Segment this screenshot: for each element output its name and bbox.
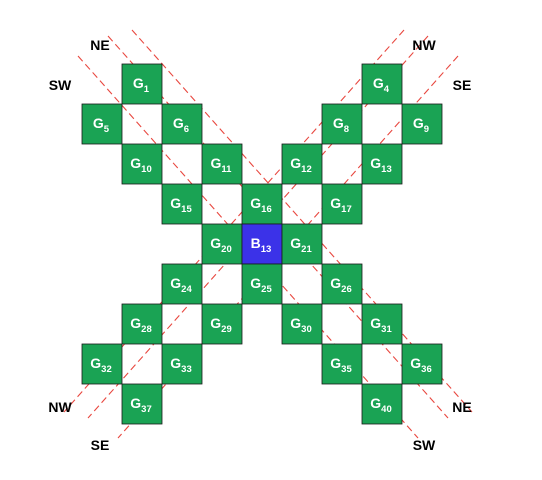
cell-subscript: 8: [344, 124, 349, 135]
grid-cell: G1: [122, 64, 162, 104]
cell-prefix: G: [373, 75, 384, 91]
cell-prefix: G: [130, 395, 141, 411]
cell-subscript: 30: [301, 324, 312, 335]
cell-prefix: G: [170, 355, 181, 371]
direction-label-nw-top: NW: [412, 37, 436, 53]
grid-cell: G4: [362, 64, 402, 104]
cell-subscript: 5: [104, 124, 110, 135]
cell-prefix: G: [93, 115, 104, 131]
cell-subscript: 15: [181, 204, 192, 215]
cell-prefix: G: [90, 355, 101, 371]
grid-cell: G32: [82, 344, 122, 384]
grid-cells: G1G4G5G6G8G9G10G11G12G13G15G16G17G20B13G…: [82, 64, 442, 424]
cell-prefix: G: [170, 195, 181, 211]
grid-cell: G13: [362, 144, 402, 184]
cell-subscript: 26: [341, 284, 352, 295]
cell-prefix: G: [133, 75, 144, 91]
cell-prefix: G: [370, 155, 381, 171]
cell-prefix: G: [170, 275, 181, 291]
grid-cell: G9: [402, 104, 442, 144]
cell-subscript: 17: [341, 204, 352, 215]
cell-prefix: G: [210, 315, 221, 331]
cell-prefix: G: [173, 115, 184, 131]
cell-prefix: G: [290, 155, 301, 171]
cell-subscript: 20: [221, 244, 232, 255]
cell-prefix: G: [250, 195, 261, 211]
cell-subscript: 36: [421, 364, 432, 375]
grid-cell: G5: [82, 104, 122, 144]
grid-cell: G24: [162, 264, 202, 304]
grid-cell: G21: [282, 224, 322, 264]
cell-prefix: G: [413, 115, 424, 131]
cell-prefix: G: [330, 275, 341, 291]
cell-prefix: G: [410, 355, 421, 371]
direction-label-ne-bottom: NE: [452, 399, 471, 415]
direction-label-sw-top: SW: [49, 77, 72, 93]
cell-prefix: G: [210, 235, 221, 251]
grid-cell: G17: [322, 184, 362, 224]
cell-prefix: G: [130, 315, 141, 331]
cell-prefix: B: [251, 235, 261, 251]
cell-subscript: 25: [261, 284, 272, 295]
cell-prefix: G: [330, 355, 341, 371]
cell-subscript: 35: [341, 364, 352, 375]
direction-label-nw-bottom: NW: [48, 399, 72, 415]
grid-cell: G28: [122, 304, 162, 344]
block-cell: B13: [242, 224, 282, 264]
cell-subscript: 37: [141, 404, 152, 415]
grid-cell: G26: [322, 264, 362, 304]
grid-cell: G16: [242, 184, 282, 224]
cell-subscript: 11: [221, 164, 232, 175]
cell-subscript: 16: [261, 204, 272, 215]
cell-subscript: 24: [181, 284, 192, 295]
cell-subscript: 4: [384, 84, 390, 95]
cell-prefix: G: [330, 195, 341, 211]
grid-cell: G37: [122, 384, 162, 424]
cell-subscript: 28: [141, 324, 152, 335]
grid-cell: G20: [202, 224, 242, 264]
grid-cell: G35: [322, 344, 362, 384]
cell-prefix: G: [370, 395, 381, 411]
grid-cell: G8: [322, 104, 362, 144]
grid-cell: G12: [282, 144, 322, 184]
direction-label-se-bottom: SE: [91, 437, 110, 453]
grid-cell: G40: [362, 384, 402, 424]
grid-cell: G36: [402, 344, 442, 384]
cell-prefix: G: [250, 275, 261, 291]
grid-cell: G31: [362, 304, 402, 344]
cell-subscript: 29: [221, 324, 232, 335]
direction-label-se-top: SE: [453, 77, 472, 93]
cell-subscript: 13: [381, 164, 392, 175]
cell-subscript: 1: [144, 84, 150, 95]
cell-prefix: G: [211, 155, 222, 171]
cell-subscript: 32: [101, 364, 112, 375]
cell-prefix: G: [333, 115, 344, 131]
grid-cell: G11: [202, 144, 242, 184]
grid-cell: G29: [202, 304, 242, 344]
cell-prefix: G: [290, 315, 301, 331]
direction-label-ne-top: NE: [90, 37, 109, 53]
cell-subscript: 13: [261, 244, 272, 255]
cell-subscript: 12: [301, 164, 312, 175]
cell-subscript: 21: [301, 244, 312, 255]
cell-subscript: 40: [381, 404, 392, 415]
cell-prefix: G: [130, 155, 141, 171]
cell-subscript: 9: [424, 124, 429, 135]
grid-cell: G15: [162, 184, 202, 224]
grid-cell: G10: [122, 144, 162, 184]
cell-subscript: 10: [141, 164, 152, 175]
grid-cell: G30: [282, 304, 322, 344]
cell-subscript: 31: [381, 324, 392, 335]
grid-cell: G25: [242, 264, 282, 304]
cell-prefix: G: [370, 315, 381, 331]
grid-cell: G6: [162, 104, 202, 144]
cell-subscript: 33: [181, 364, 192, 375]
direction-label-sw-bottom: SW: [413, 437, 436, 453]
cell-prefix: G: [290, 235, 301, 251]
cell-subscript: 6: [184, 124, 189, 135]
grid-cell: G33: [162, 344, 202, 384]
